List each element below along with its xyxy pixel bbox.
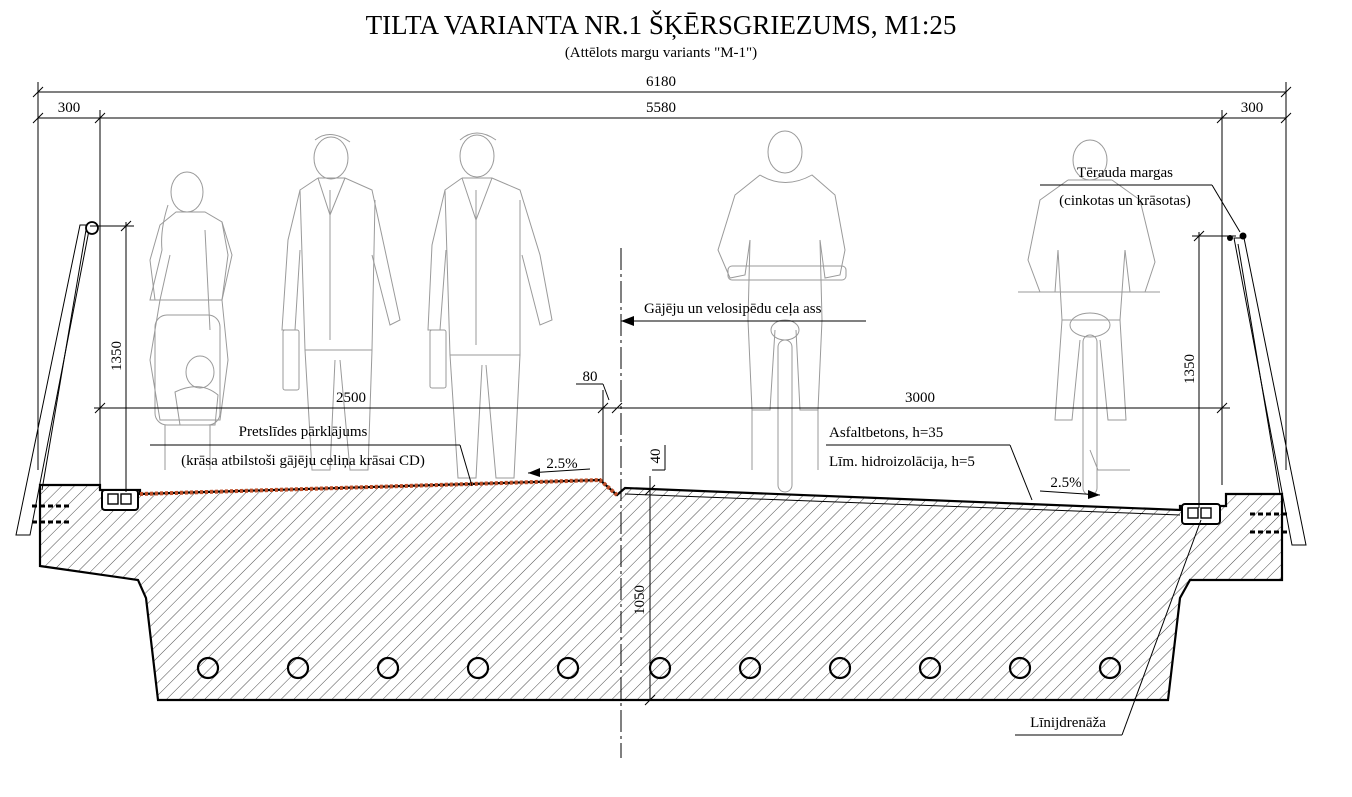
- lane-width-dimensions: [94, 383, 1230, 482]
- dim-edge-left: 300: [58, 100, 81, 116]
- asphalt-note-leader: [826, 444, 1033, 501]
- slope-right-label: 2.5%: [1050, 475, 1081, 491]
- drawing-title: TILTA VARIANTA NR.1 ŠĶĒRSGRIEZUMS, M1:25: [366, 10, 957, 40]
- line-drain-channels: [101, 489, 1221, 525]
- man-with-briefcase-figure-2: [427, 132, 553, 479]
- railing-anchor-bolts: [32, 504, 1290, 534]
- antislip-note-line1: Pretslīdes pārklājums: [239, 424, 368, 440]
- axis-leader: [621, 316, 866, 326]
- antislip-coating-layer: [139, 477, 619, 497]
- waterproofing-layer: [624, 493, 1181, 516]
- dim-pedestrian-lane: 2500: [336, 390, 366, 406]
- dim-inner-width: 5580: [646, 100, 676, 116]
- curb-depth-dimensions: [644, 445, 666, 706]
- axis-label: Gājēju un velosipēdu ceļa ass: [644, 301, 822, 317]
- person-with-stroller-figure: [149, 171, 233, 470]
- dim-rail-height-right: 1350: [1182, 354, 1198, 384]
- antislip-note-line2: (krāsa atbilstoši gājēju celiņa krāsai C…: [181, 453, 425, 469]
- drain-note-leader: [1015, 519, 1202, 736]
- drawing-subtitle: (Attēlots margu variants "M-1"): [565, 45, 757, 61]
- slope-arrows: [527, 468, 1101, 499]
- slope-left-label: 2.5%: [546, 456, 577, 472]
- dim-overall-width: 6180: [646, 74, 676, 90]
- dim-deck-depth: 1050: [632, 585, 648, 615]
- cyclist-back-figure: [1018, 139, 1160, 496]
- man-with-briefcase-figure-1: [281, 134, 401, 471]
- antislip-note-leader: [150, 444, 473, 487]
- drain-note: Līnijdrenāža: [1030, 715, 1106, 731]
- waterproofing-note: Līm. hidroizolācija, h=5: [829, 454, 975, 470]
- deck-void-holes: [196, 656, 1122, 680]
- dim-axis-offset: 80: [583, 369, 598, 385]
- dim-edge-right: 300: [1241, 100, 1264, 116]
- dim-cycle-lane: 3000: [905, 390, 935, 406]
- asphalt-layer: [624, 487, 1181, 511]
- concrete-deck-section: [38, 478, 1284, 702]
- rail-height-dimensions: [90, 220, 1236, 508]
- railing-note-leader: [1040, 184, 1241, 233]
- dim-curb-step: 40: [648, 449, 664, 464]
- right-steel-railing: [1227, 232, 1307, 546]
- dim-rail-height-left: 1350: [109, 341, 125, 371]
- railing-note-line2: (cinkotas un krāsotas): [1059, 193, 1191, 209]
- top-dimensions: [32, 82, 1292, 485]
- asphalt-note: Asfaltbetons, h=35: [829, 425, 943, 441]
- railing-note-line1: Tērauda margas: [1077, 165, 1173, 181]
- left-steel-railing: [15, 221, 99, 536]
- cyclist-front-figure: [717, 130, 847, 493]
